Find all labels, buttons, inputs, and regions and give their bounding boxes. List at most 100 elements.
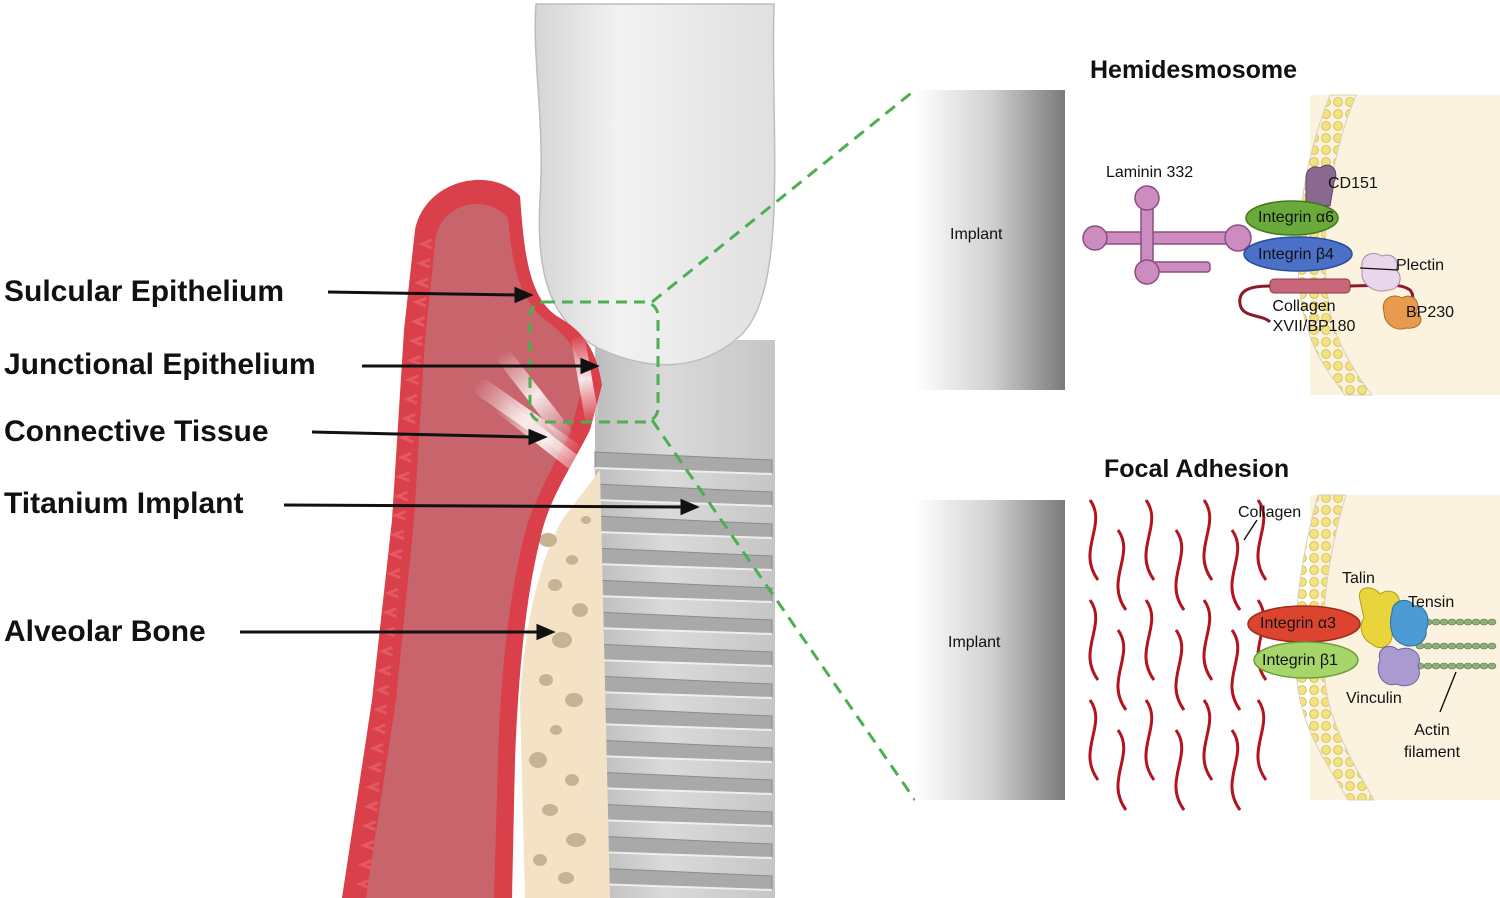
rete-ridge [357, 859, 373, 870]
actin-bead [1479, 642, 1489, 650]
bone-pore [558, 872, 574, 884]
collagen-fiber [1088, 599, 1100, 681]
rete-ridge [395, 471, 411, 483]
implant-thread-highlight [594, 787, 773, 795]
rete-ridge [386, 568, 401, 580]
connective-tissue-fibers [474, 334, 599, 481]
collagen-fiber [1144, 699, 1156, 781]
laminin-332 [1082, 185, 1252, 285]
title-hemidesmosome: Hemidesmosome [1090, 56, 1298, 84]
collagen-fiber [1174, 729, 1186, 811]
actin-bead [1447, 618, 1457, 626]
alveolar-bone [520, 470, 610, 898]
focal-leader-lines [1243, 519, 1457, 713]
bone-pore [529, 752, 547, 768]
implant-thread-highlight [594, 755, 773, 763]
rete-ridge [402, 393, 418, 405]
bp230-label: BP230 [1406, 304, 1455, 321]
actin-bead [1463, 642, 1473, 650]
actin-bead [1439, 618, 1449, 626]
collagen-fiber [1174, 629, 1186, 711]
rete-ridge [369, 742, 384, 754]
vinculin-label: Vinculin [1346, 690, 1402, 707]
actin-bead [1471, 662, 1481, 670]
rete-ridge [414, 277, 429, 289]
collagen-fiber [1088, 499, 1100, 581]
implant-thread-highlight [594, 659, 773, 667]
rete-ridge [378, 645, 394, 657]
hemi-leader-lines [1359, 267, 1399, 271]
label-sulcular-epithelium: Sulcular Epithelium [4, 275, 285, 308]
actin-bead [1487, 618, 1497, 626]
rete-ridge [416, 258, 431, 269]
actin-bead [1439, 642, 1449, 650]
collagen-fiber [1174, 529, 1186, 611]
actin-label-1: Actin [1414, 722, 1450, 739]
rete-ridge [397, 451, 412, 463]
implant-crown [534, 3, 776, 366]
actin-bead [1431, 642, 1441, 650]
bone-pore [539, 533, 557, 547]
hemi-implant-label: Implant [950, 226, 1003, 243]
actin-bead [1447, 642, 1457, 650]
titanium-implant [594, 340, 775, 898]
collagen-fiber [1202, 699, 1214, 781]
bone-pore [548, 579, 562, 591]
bone-pore [566, 555, 578, 565]
bp230-shape [1382, 295, 1422, 330]
rete-ridge [389, 529, 405, 541]
collagen-fiber [1256, 499, 1268, 581]
rete-ridge [370, 723, 386, 735]
rete-ridge [359, 839, 375, 851]
implant-thread-highlight [594, 563, 773, 571]
implant-thread-highlight [594, 595, 773, 603]
plectin-shape [1361, 253, 1401, 292]
rete-ridge [391, 510, 407, 521]
rete-ridge [376, 665, 392, 677]
bone-pore [566, 833, 586, 847]
bone-pore [539, 674, 553, 686]
actin-bead [1431, 662, 1441, 670]
rete-ridge [408, 335, 424, 347]
actin-bead [1487, 642, 1497, 650]
collagen-label: Collagen [1238, 504, 1302, 521]
actin-bead [1431, 618, 1441, 626]
bone-pore [565, 774, 579, 786]
rete-ridge [393, 490, 409, 502]
implant-thread-highlight [594, 691, 773, 699]
implant-threads [594, 451, 773, 891]
rete-ridge [404, 374, 420, 386]
collagen-xvii-label-2: XVII/BP180 [1272, 318, 1356, 335]
integrin-a6-shape [1245, 200, 1339, 236]
collagen-fiber [1230, 529, 1242, 611]
implant-thread-highlight [594, 883, 773, 891]
zoom-line-bottom [650, 419, 917, 801]
rete-ridge [374, 684, 390, 696]
bone-pore [565, 693, 583, 707]
implant-thread-highlight [594, 723, 773, 731]
bone-pore [550, 725, 562, 735]
rete-ridge [417, 238, 433, 250]
integrin-b4-shape [1243, 236, 1353, 272]
implant-thread-highlight [594, 851, 773, 859]
zoom-line-top [651, 88, 916, 304]
rete-ridge [367, 762, 382, 774]
bone-pore [581, 516, 591, 524]
implant-thread-highlight [594, 467, 773, 475]
integrin-b1-shape [1253, 641, 1359, 679]
actin-bead [1455, 662, 1465, 670]
talin-label: Talin [1342, 570, 1375, 587]
bone-pore [533, 854, 547, 866]
plectin-label: Plectin [1396, 257, 1445, 274]
integrin-b1-label: Integrin β1 [1262, 652, 1338, 669]
hemi-implant-block [915, 90, 1065, 390]
tensin-shape [1389, 599, 1429, 647]
rete-ridge [412, 296, 427, 308]
bone-pore [542, 804, 558, 816]
focal-implant-label: Implant [948, 634, 1001, 651]
rete-ridge [382, 607, 397, 618]
rete-ridge [372, 704, 388, 715]
label-arrows [240, 286, 700, 641]
implant-thread-highlight [594, 531, 773, 539]
title-focal-adhesion: Focal Adhesion [1104, 455, 1290, 483]
